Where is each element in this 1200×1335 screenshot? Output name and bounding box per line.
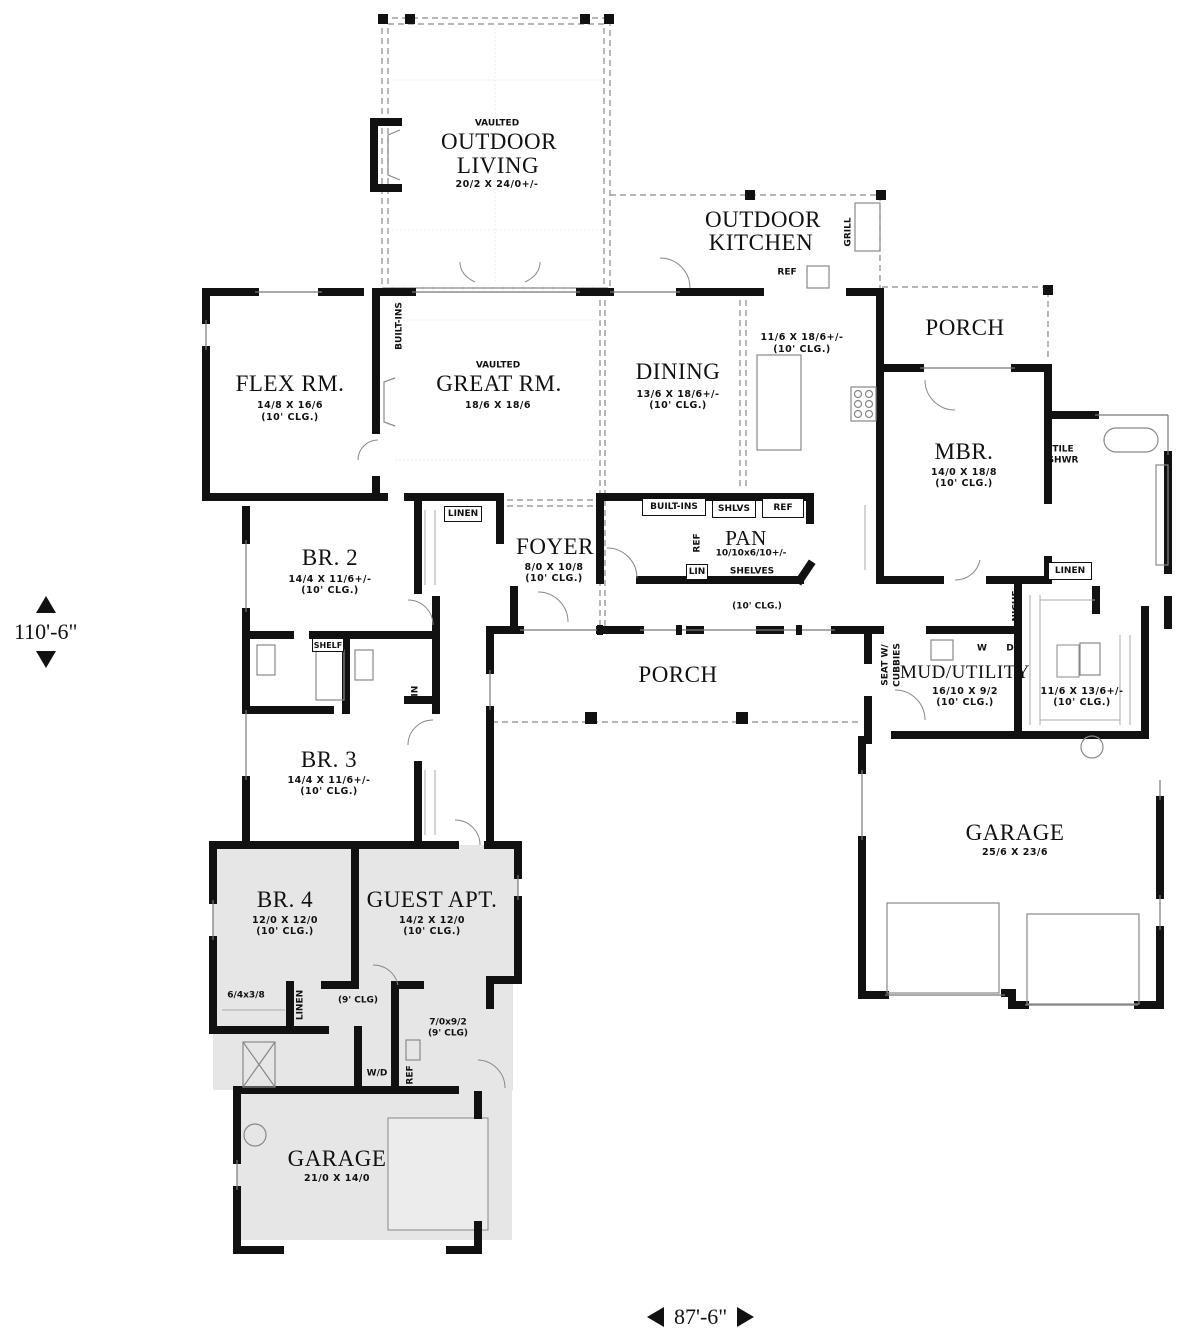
great-rm-size: 18/6 X 18/6 (464, 400, 532, 412)
great-room-fireplace (383, 377, 396, 427)
garage-main-name: GARAGE (965, 819, 1065, 845)
guest-kitchen-ceiling: (9' CLG) (427, 1028, 469, 1039)
flex-rm-name: FLEX RM. (235, 370, 345, 396)
posts (378, 14, 1053, 724)
tile-shower-line2: SHWR (1047, 455, 1079, 466)
guest-garage-door (387, 1117, 489, 1231)
br2-ceiling: (10' CLG.) (301, 585, 359, 597)
outdoor-living-note: VAULTED (474, 118, 520, 129)
fixtures (242, 202, 1169, 1147)
garage-main-size: 25/6 X 23/6 (981, 847, 1049, 859)
guest-kitchen-size: 7/0x9/2 (429, 1017, 467, 1028)
mud-utility-size: 16/10 X 9/2 (931, 686, 999, 698)
guest-wd: W/D (366, 1068, 388, 1079)
pantry-name: PAN (725, 525, 767, 550)
pantry-shelves-short: SHLVS (712, 500, 756, 518)
walls (202, 288, 1172, 1254)
light-grid (388, 24, 604, 461)
seat-line1: SEAT W/ (880, 644, 891, 686)
br4-closet: 6/4x3/8 (227, 990, 265, 1001)
windows (205, 291, 1169, 1190)
width-value: 87'-6" (674, 1304, 728, 1329)
bath-lin: LIN (410, 685, 421, 703)
br2-size: 14/4 X 11/6+/- (288, 574, 372, 586)
outdoor-kitchen-name-1: OUTDOOR (705, 206, 821, 232)
mbr-ceiling: (10' CLG.) (935, 478, 993, 490)
guest-ref: REF (405, 1065, 416, 1085)
arrow-right-icon (737, 1307, 755, 1327)
door-swings (357, 257, 981, 1089)
br4-ceiling: (10' CLG.) (256, 926, 314, 938)
tile-shower-line1: TILE (1052, 444, 1074, 455)
garage-guest-name: GARAGE (287, 1145, 387, 1171)
outdoor-fireplace (370, 118, 402, 192)
mbr-size: 14/0 X 18/8 (930, 467, 998, 479)
closet-island (1056, 644, 1080, 678)
kitchen-size: 11/6 X 18/6+/- (760, 332, 844, 344)
pantry-shelves: SHELVES (729, 566, 775, 577)
guest-apt-size: 14/2 X 12/0 (398, 915, 466, 927)
guest-hall-ceiling: (9' CLG) (337, 995, 379, 1006)
outdoor-living-name-1: OUTDOOR (441, 128, 557, 154)
foyer-linen: LINEN (444, 506, 482, 522)
outdoor-living-name-2: LIVING (456, 152, 540, 178)
arrow-left-icon (647, 1307, 664, 1327)
pantry-size: 10/10x6/10+/- (715, 548, 787, 559)
br3-name: BR. 3 (300, 746, 358, 772)
master-closet-size: 11/6 X 13/6+/- (1040, 686, 1124, 698)
outdoor-living-size: 20/2 X 24/0+/- (455, 179, 539, 191)
dining-ceiling: (10' CLG.) (649, 400, 707, 412)
foyer-ceiling: (10' CLG.) (525, 573, 583, 585)
br3-ceiling: (10' CLG.) (300, 786, 358, 798)
arrow-down-icon (35, 651, 56, 668)
outdoor-ref-label: REF (777, 267, 797, 278)
pantry-lin: LIN (686, 564, 708, 580)
br3-size: 14/4 X 11/6+/- (287, 775, 371, 787)
pantry-built-ins: BUILT-INS (642, 498, 706, 516)
niche-label: NICHE (1011, 590, 1022, 622)
pantry-ref-side: REF (692, 533, 703, 553)
master-linen: LINEN (1048, 562, 1092, 580)
great-rm-name: GREAT RM. (436, 370, 562, 396)
guest-apt-ceiling: (10' CLG.) (403, 926, 461, 938)
br4-size: 12/0 X 12/0 (251, 915, 319, 927)
master-closet-ceiling: (10' CLG.) (1053, 697, 1111, 709)
pantry-ref-top: REF (762, 498, 804, 518)
garage-guest-size: 21/0 X 14/0 (303, 1173, 371, 1185)
foyer-name: FOYER (516, 533, 594, 559)
kitchen-ceiling: (10' CLG.) (773, 344, 831, 356)
front-porch-name: PORCH (638, 661, 718, 687)
foyer-size: 8/0 X 10/8 (524, 562, 584, 574)
mud-utility-ceiling: (10' CLG.) (936, 697, 994, 709)
arrow-up-icon (35, 596, 56, 613)
flex-rm-size: 14/8 X 16/6 (256, 400, 324, 412)
dining-size: 13/6 X 18/6+/- (636, 389, 720, 401)
depth-dimension: 110'-6" (14, 596, 77, 668)
br4-name: BR. 4 (256, 886, 314, 912)
grill-label: GRILL (843, 217, 854, 247)
washer-label: W (977, 643, 987, 654)
outdoor-kitchen-name-2: KITCHEN (708, 229, 814, 255)
great-rm-note: VAULTED (475, 360, 521, 371)
width-dimension: 87'-6" (647, 1304, 755, 1330)
flex-rm-ceiling: (10' CLG.) (261, 412, 319, 424)
guest-apt-name: GUEST APT. (366, 886, 498, 912)
br2-name: BR. 2 (301, 544, 359, 570)
mbr-name: MBR. (934, 438, 994, 464)
bath-shelf: SHELF (312, 638, 344, 652)
dryer-label: D (1006, 643, 1014, 654)
closet-shelving (222, 505, 1131, 1011)
built-ins-label: BUILT-INS (394, 302, 405, 350)
br4-linen: LINEN (295, 989, 306, 1021)
hall-ceiling: (10' CLG.) (732, 601, 782, 612)
mud-utility-name: MUD/UTILITY (899, 662, 1031, 684)
rear-porch-name: PORCH (925, 314, 1005, 340)
depth-value: 110'-6" (14, 619, 78, 644)
dining-name: DINING (635, 358, 721, 384)
